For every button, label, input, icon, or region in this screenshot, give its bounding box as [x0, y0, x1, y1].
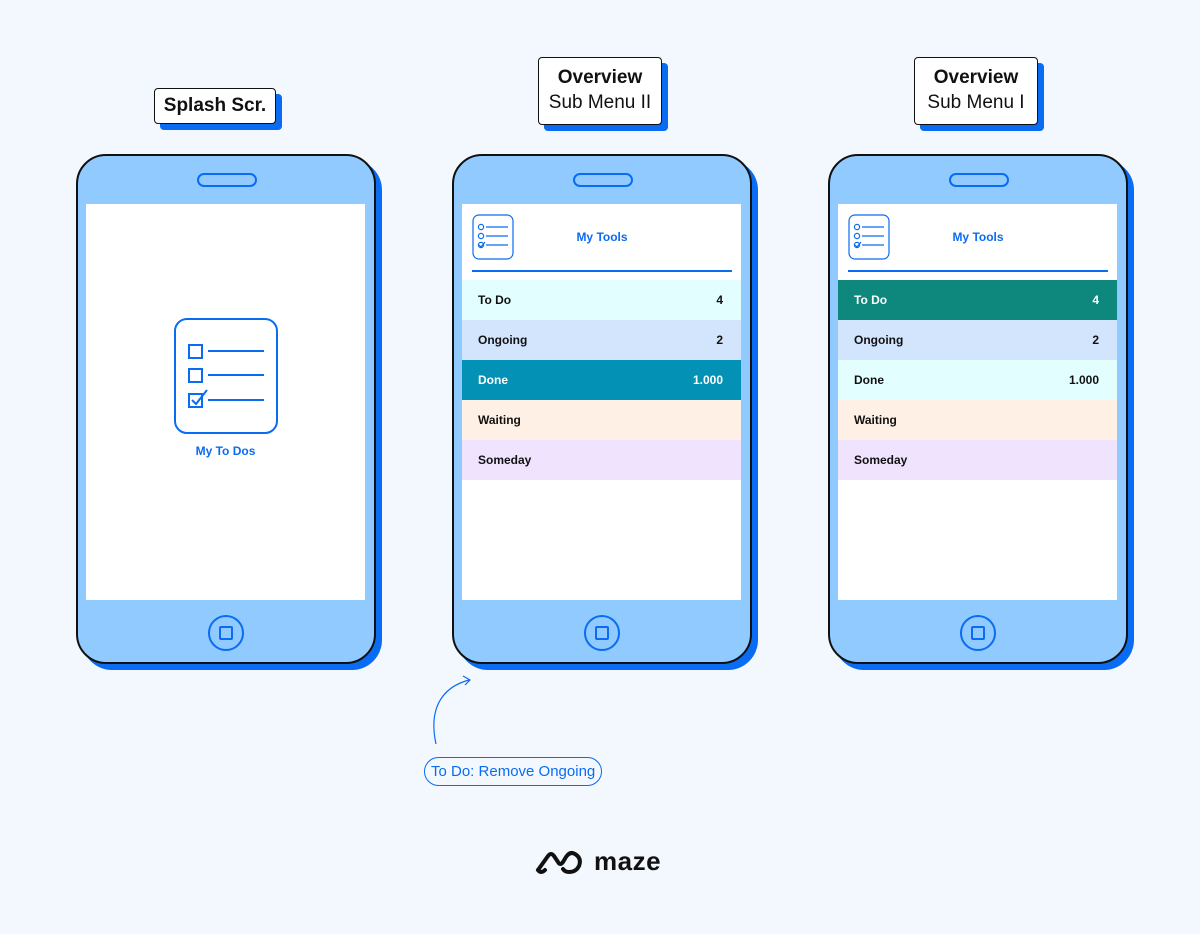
brand-logo: maze	[534, 846, 661, 877]
item-count: 2	[1092, 333, 1099, 347]
list-item-someday[interactable]: Someday	[462, 440, 741, 480]
item-label: Waiting	[478, 413, 521, 427]
label-sub-menu-2: Overview Sub Menu II	[538, 57, 662, 125]
label-subtitle: Sub Menu I	[927, 92, 1025, 113]
annotation-note: To Do: Remove Ongoing	[424, 757, 603, 786]
category-list: To Do 4 Ongoing 2 Done 1.000 Waiting Someda…	[462, 280, 741, 480]
screen-title: My Tools	[576, 230, 628, 244]
item-count: 1.000	[692, 373, 723, 387]
header: My Tools	[472, 214, 732, 272]
home-button[interactable]	[960, 615, 996, 651]
splash-title: My To Dos	[195, 444, 256, 458]
screen-splash: My To Dos	[86, 204, 365, 600]
item-label: Done	[478, 373, 508, 387]
screen-sub-menu-2: My Tools To Do 4 Ongoing 2 Done 1.000 Waiti…	[462, 204, 741, 600]
header: My Tools	[848, 214, 1108, 272]
item-label: Someday	[478, 453, 532, 467]
checklist-icon	[848, 214, 890, 260]
phone-sub-menu-1: My Tools To Do 4 Ongoing 2 Done 1.000 Waiti…	[828, 154, 1128, 664]
checklist-icon	[174, 318, 278, 434]
speaker	[573, 173, 633, 187]
home-button[interactable]	[584, 615, 620, 651]
list-item-to-do[interactable]: To Do 4	[838, 280, 1117, 320]
category-list: To Do 4 Ongoing 2 Done 1.000 Waiting Someda…	[838, 280, 1117, 480]
item-label: Someday	[854, 453, 908, 467]
item-label: To Do	[854, 293, 888, 307]
home-button[interactable]	[208, 615, 244, 651]
phone-splash: My To Dos	[76, 154, 376, 664]
screen-sub-menu-1: My Tools To Do 4 Ongoing 2 Done 1.000 Waiti…	[838, 204, 1117, 600]
item-label: Waiting	[854, 413, 897, 427]
list-item-done[interactable]: Done 1.000	[838, 360, 1117, 400]
curved-arrow-icon	[433, 675, 471, 745]
phone-sub-menu-2: My Tools To Do 4 Ongoing 2 Done 1.000 Waiti…	[452, 154, 752, 664]
checklist-icon	[472, 214, 514, 260]
item-count: 4	[716, 293, 723, 307]
item-count: 1.000	[1068, 373, 1099, 387]
item-count: 4	[1092, 293, 1099, 307]
item-label: Done	[854, 373, 884, 387]
item-count: 2	[716, 333, 723, 347]
list-item-to-do[interactable]: To Do 4	[462, 280, 741, 320]
maze-logo-icon	[536, 850, 582, 874]
item-label: To Do	[478, 293, 512, 307]
label-splash-title: Splash Scr.	[163, 95, 267, 116]
list-item-ongoing[interactable]: Ongoing 2	[462, 320, 741, 360]
list-item-ongoing[interactable]: Ongoing 2	[838, 320, 1117, 360]
list-item-done[interactable]: Done 1.000	[462, 360, 741, 400]
brand-name: maze	[594, 846, 662, 876]
list-item-waiting[interactable]: Waiting	[838, 400, 1117, 440]
label-title: Overview	[933, 67, 1019, 88]
label-subtitle: Sub Menu II	[548, 92, 652, 113]
list-item-someday[interactable]: Someday	[838, 440, 1117, 480]
label-sub-menu-1: Overview Sub Menu I	[914, 57, 1038, 125]
label-title: Overview	[557, 67, 643, 88]
screen-title: My Tools	[952, 230, 1004, 244]
item-label: Ongoing	[854, 333, 904, 347]
speaker	[197, 173, 257, 187]
list-item-waiting[interactable]: Waiting	[462, 400, 741, 440]
label-splash: Splash Scr.	[154, 88, 276, 124]
speaker	[949, 173, 1009, 187]
item-label: Ongoing	[478, 333, 528, 347]
